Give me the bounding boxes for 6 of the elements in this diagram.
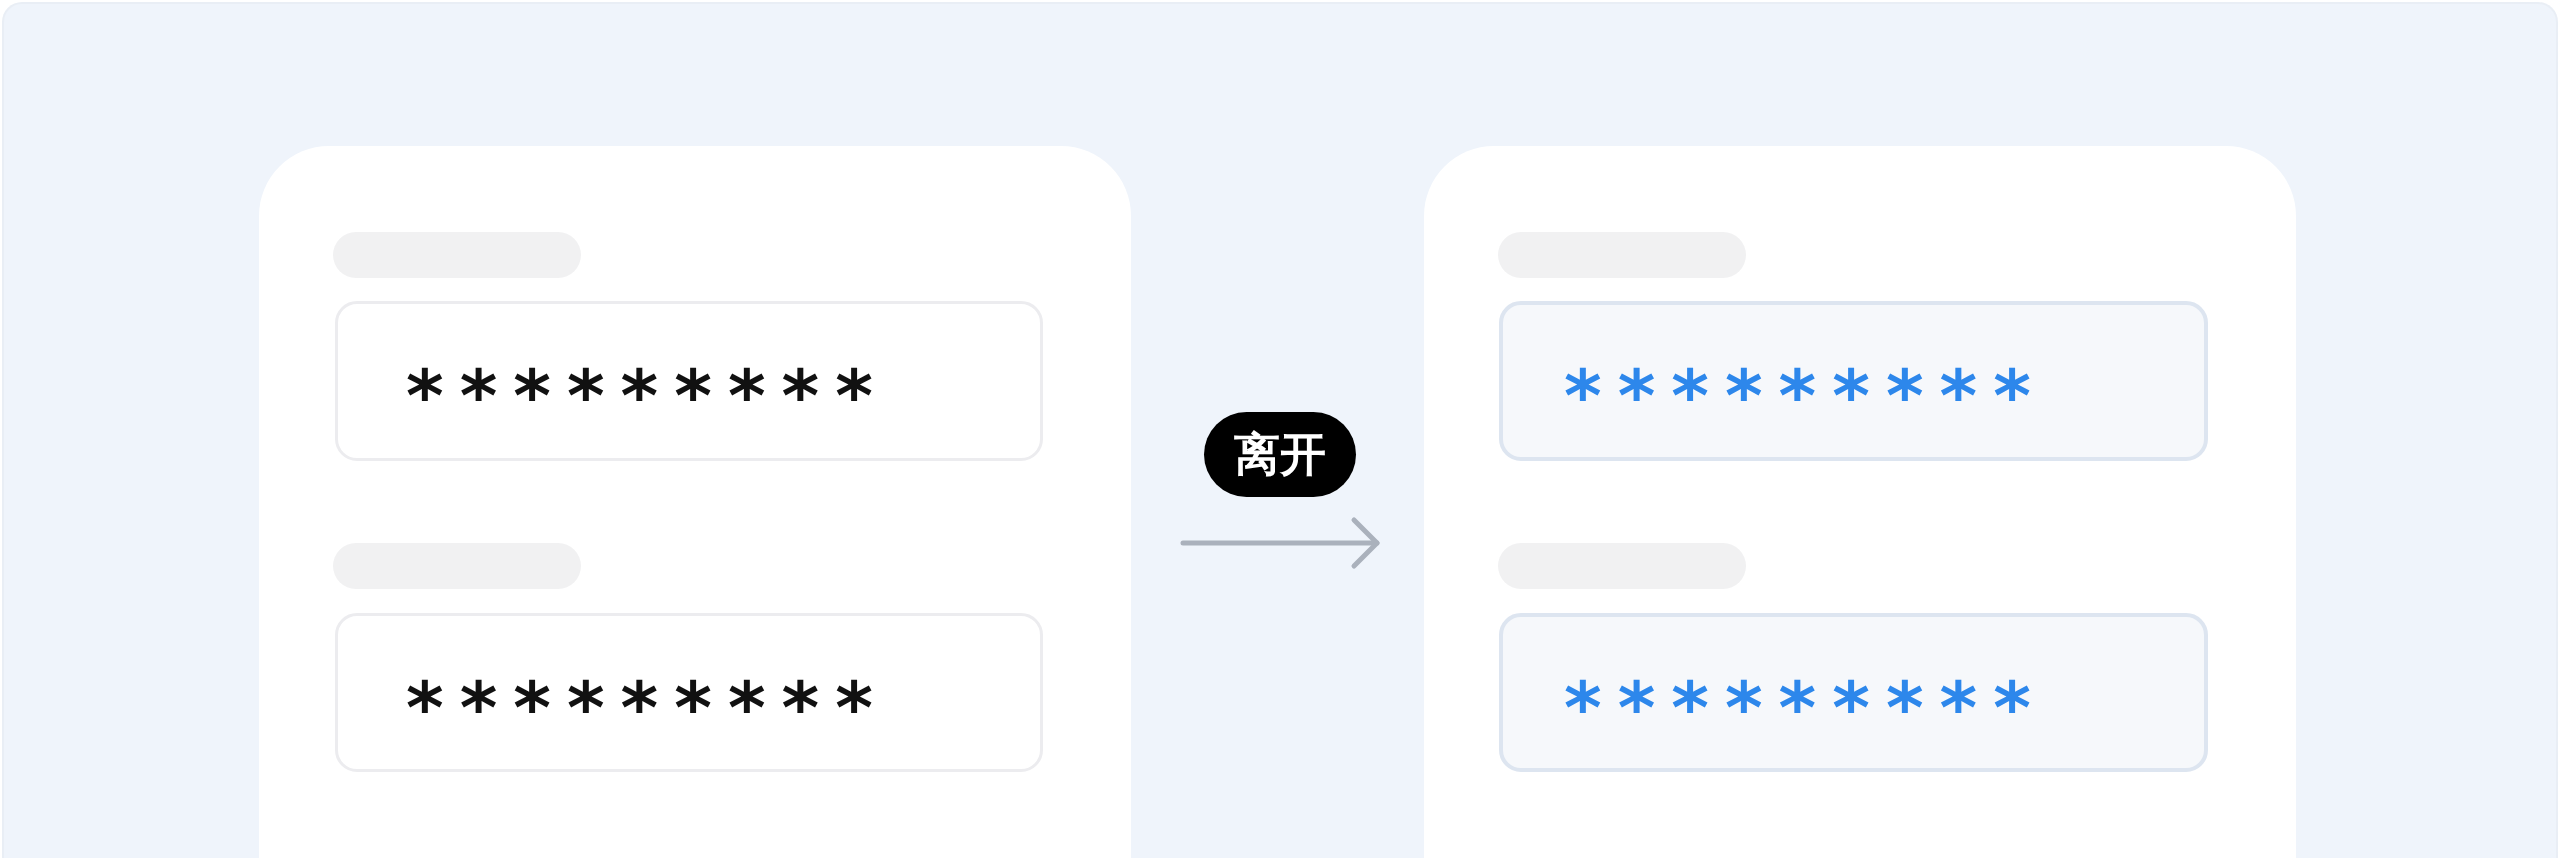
password-field: ********* [335,301,1043,461]
password-field: ********* [335,613,1043,772]
card-panel [1424,146,2296,858]
password-field: ********* [1499,301,2208,461]
arrow [1180,517,1380,569]
password-field: ********* [1499,613,2208,772]
